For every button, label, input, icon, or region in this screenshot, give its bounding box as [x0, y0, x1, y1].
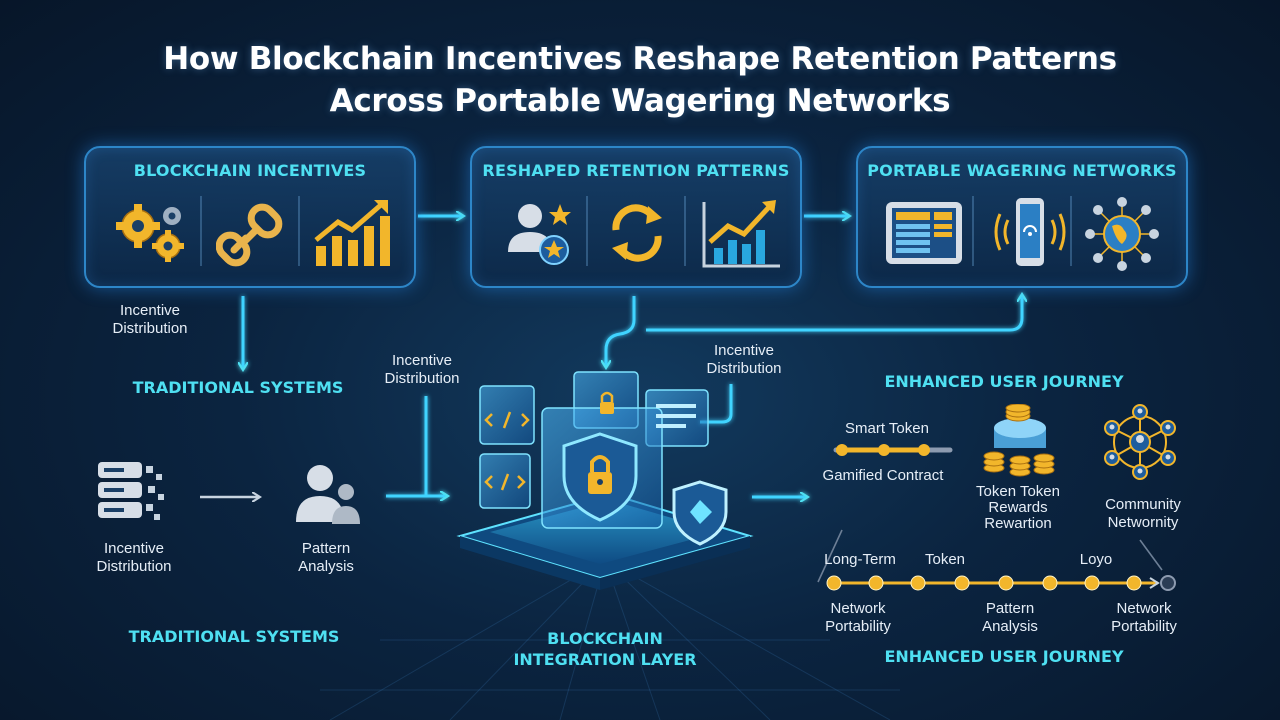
reshaped-retention-box: RESHAPED RETENTION PATTERNS: [470, 146, 802, 288]
label-traditional-systems-1: TRADITIONAL SYSTEMS: [132, 378, 344, 397]
user-star-icon: [508, 204, 571, 265]
chain-link-icon: [216, 203, 283, 267]
integration-layer-illustration: [456, 371, 754, 590]
arrow-retention-to-layer: [606, 296, 636, 366]
token-coins-icon: [983, 404, 1055, 477]
blockchain-incentives-box: BLOCKCHAIN INCENTIVES: [84, 146, 416, 288]
label-incentive-distribution-3: Incentive Distribution: [706, 342, 782, 377]
label-enhanced-journey-1: ENHANCED USER JOURNEY: [884, 372, 1124, 391]
timeline-label-network-portability-2: Network Portability: [1111, 600, 1177, 635]
connector-incentive-dist-2: [424, 396, 446, 496]
label-integration-layer: BLOCKCHAIN INTEGRATION LAYER: [513, 629, 697, 669]
smartphone-signal-icon: [994, 198, 1066, 266]
label-enhanced-journey-2: ENHANCED USER JOURNEY: [884, 647, 1124, 666]
tablet-dashboard-icon: [886, 202, 962, 264]
box-title-networks: PORTABLE WAGERING NETWORKS: [867, 161, 1177, 180]
page-title: How Blockchain Incentives Reshape Retent…: [0, 38, 1280, 122]
timeline-label-long-term: Long-Term: [824, 551, 896, 568]
user-analysis-icon: [296, 465, 360, 524]
label-gamified-contract: Gamified Contract: [822, 467, 944, 484]
timeline-label-loyo: Loyo: [1079, 551, 1113, 568]
label-smart-token: Smart Token: [845, 420, 929, 437]
title-line-1: How Blockchain Incentives Reshape Retent…: [163, 41, 1117, 77]
box-title-incentives: BLOCKCHAIN INCENTIVES: [133, 161, 367, 180]
cycle-arrows-icon: [612, 204, 662, 262]
label-traditional-systems-2: TRADITIONAL SYSTEMS: [128, 627, 340, 646]
portable-wagering-box: PORTABLE WAGERING NETWORKS: [856, 146, 1188, 288]
title-line-2: Across Portable Wagering Networks: [329, 83, 951, 119]
label-incentive-distribution-1: Incentive Distribution: [112, 302, 188, 337]
growth-chart-icon: [314, 200, 390, 266]
label-incentive-distribution-2: Incentive Distribution: [384, 352, 460, 387]
token-progress-track: [833, 444, 953, 456]
connector-incentive-dist-3: [700, 384, 733, 424]
community-network-icon: [1104, 404, 1176, 480]
label-incentive-distribution-4: Incentive Distribution: [96, 540, 172, 575]
label-pattern-analysis-1: Pattern Analysis: [298, 540, 354, 575]
label-token-rewards: Token Token Rewards Rewartion: [976, 483, 1060, 532]
gears-icon: [116, 204, 184, 262]
label-community-network: Community Networnity: [1105, 496, 1181, 531]
database-icon: [98, 462, 164, 520]
globe-network-icon: [1085, 197, 1159, 271]
timeline-label-token: Token: [924, 551, 966, 568]
journey-timeline: [826, 575, 1176, 591]
timeline-label-network-portability-1: Network Portability: [825, 600, 891, 635]
box-title-retention: RESHAPED RETENTION PATTERNS: [482, 161, 790, 180]
growth-chart-icon: [702, 200, 780, 268]
timeline-label-pattern-analysis: Pattern Analysis: [982, 600, 1038, 635]
arrow-layer-to-networks: [646, 296, 1022, 332]
